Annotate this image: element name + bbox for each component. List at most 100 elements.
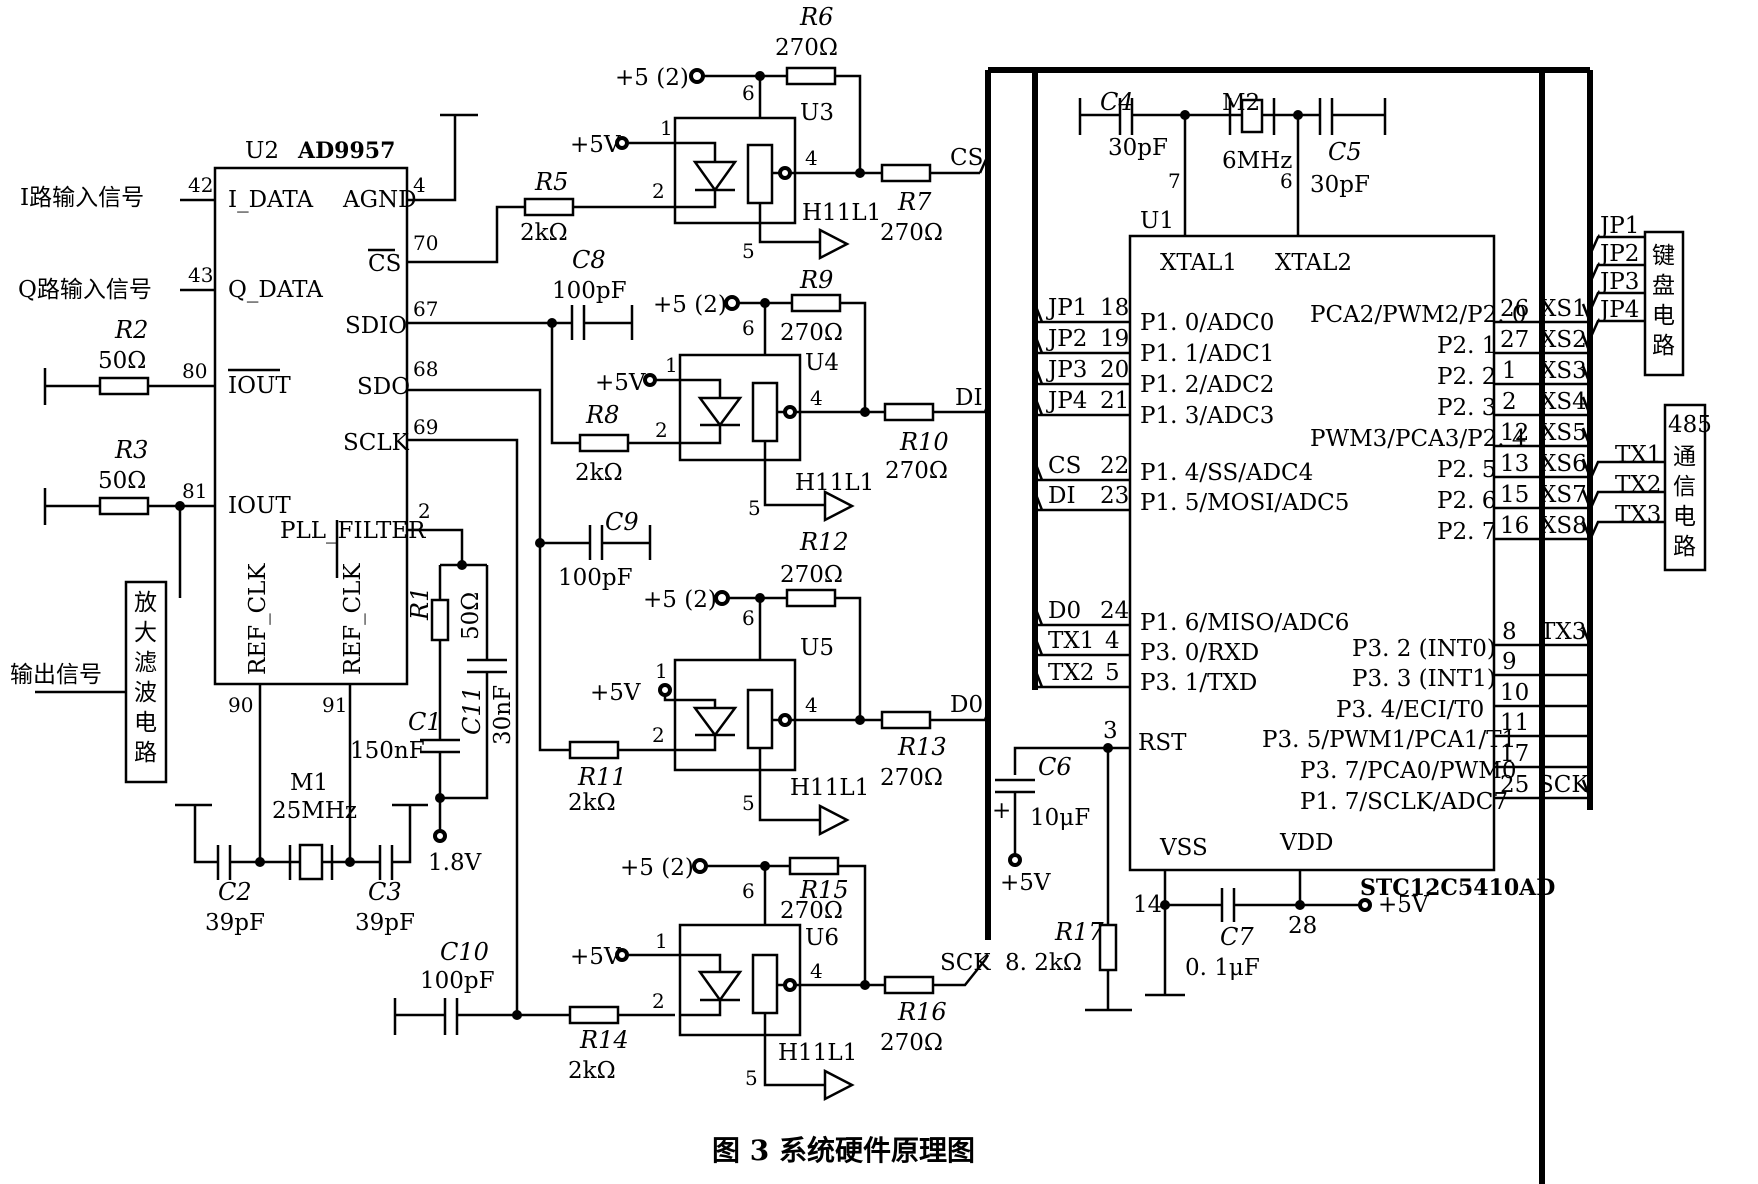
pin-p3-0: P3. 0/RXD — [1140, 640, 1259, 666]
r6-value: 270Ω — [775, 35, 838, 61]
net-xs7: XS7 — [1540, 482, 1587, 508]
rst-label: RST — [1138, 730, 1187, 756]
u3-pin5: 5 — [742, 239, 755, 263]
r12-value: 270Ω — [780, 562, 843, 588]
keyboard-jp4: JP4 — [1598, 297, 1639, 323]
pin-num-13: 13 — [1500, 451, 1529, 477]
pin-num-42: 42 — [188, 173, 213, 197]
net-tx1-left: TX1 — [1048, 628, 1094, 654]
c5-ref: C5 — [1328, 138, 1362, 166]
r2-value: 50Ω — [98, 348, 146, 374]
u5-pin6: 6 — [742, 606, 755, 630]
u1-part: STC12C5410AD — [1360, 875, 1555, 901]
r12-ref: R12 — [799, 528, 849, 556]
filter-block: 放大滤波电路 输出信号 — [10, 580, 168, 784]
pin-num-2: 2 — [418, 499, 431, 523]
u3-part: H11L1 — [802, 200, 881, 226]
net-xs8: XS8 — [1540, 513, 1587, 539]
figure-caption: 图 3 系统硬件原理图 — [712, 1134, 975, 1167]
ad9957-chip: U2 AD9957 I_DATA 42 Q_DATA 43 I路输入信号 Q路输… — [18, 113, 478, 717]
m2-value: 6MHz — [1222, 148, 1292, 174]
r2-ref: R2 — [114, 316, 148, 344]
pin-num-70: 70 — [413, 231, 438, 255]
u6-pin4: 4 — [810, 959, 823, 983]
rst-pin: 3 — [1103, 718, 1118, 744]
u6-5v: +5V — [570, 944, 621, 970]
spi-wiring: R5 2kΩ C8 100pF R8 2kΩ C9 100pF R11 2kΩ … — [393, 168, 680, 1084]
u4-part: H11L1 — [795, 470, 874, 496]
pin-p1-2: P1. 2/ADC2 — [1140, 372, 1274, 398]
pll-filter-network: R1 50Ω C1 150nF C11 30nF 1.8V — [350, 528, 516, 876]
r16-value: 270Ω — [880, 1030, 943, 1056]
keyboard-block: JP1 JP2 JP3 JP4 键盘电路 — [1588, 213, 1685, 377]
m1-ref: M1 — [290, 770, 328, 796]
pin-num-5-mcu: 5 — [1105, 660, 1120, 686]
optocoupler-u5: +5 (2) R12 270Ω 6 U5 +5V 1 2 4 5 H11L1 R… — [590, 528, 985, 837]
u3-ref: U3 — [800, 100, 834, 126]
comm-tx1: TX1 — [1615, 442, 1661, 468]
r6-ref: R6 — [799, 3, 833, 31]
r15-ref: R15 — [799, 876, 849, 904]
u1-ref: U1 — [1140, 208, 1174, 234]
u4-pin1: 1 — [665, 353, 678, 377]
r14-value: 2kΩ — [568, 1058, 616, 1084]
vdd-label: VDD — [1279, 830, 1334, 856]
c9-value: 100pF — [558, 565, 633, 591]
net-xs1: XS1 — [1540, 296, 1587, 322]
r5-value: 2kΩ — [520, 220, 568, 246]
pin-num-26: 26 — [1500, 296, 1529, 322]
r8-ref: R8 — [585, 401, 619, 429]
u5-ref: U5 — [800, 635, 834, 661]
c11-value: 30nF — [490, 685, 516, 745]
pin-num-4-mcu: 4 — [1105, 628, 1120, 654]
pin-num-91: 91 — [322, 693, 347, 717]
u5-5v: +5V — [590, 680, 641, 706]
pin-p1-3: P1. 3/ADC3 — [1140, 403, 1274, 429]
pin-p2-6: P2. 6 — [1437, 488, 1496, 514]
vdd-pin: 28 — [1288, 913, 1317, 939]
u4-supply: +5 (2) — [653, 292, 727, 318]
net-tx2-left: TX2 — [1048, 660, 1094, 686]
net-jp1-left: JP1 — [1046, 295, 1087, 321]
u3-pin6: 6 — [742, 81, 755, 105]
pin-p2-0: PCA2/PWM2/P2. 0 — [1310, 302, 1526, 328]
pin-name-agnd: AGND — [342, 187, 417, 213]
c8-ref: C8 — [572, 246, 606, 274]
pin-p2-5: P2. 5 — [1437, 457, 1496, 483]
net-tx3-right: TX3 — [1540, 619, 1586, 645]
u4-ref: U4 — [805, 350, 839, 376]
r3-ref: R3 — [114, 436, 148, 464]
u2-ref: U2 — [245, 138, 279, 164]
u6-pin6: 6 — [742, 879, 755, 903]
pin-name-ref-clk: REF_CLK — [245, 563, 271, 675]
u3-5v: +5V — [570, 132, 621, 158]
net-xs5: XS5 — [1540, 420, 1587, 446]
c4-ref: C4 — [1100, 88, 1134, 116]
u6-pin2: 2 — [652, 989, 665, 1013]
r10-value: 270Ω — [885, 458, 948, 484]
u4-pin2: 2 — [655, 418, 668, 442]
pin-num-1-mcu: 1 — [1502, 358, 1517, 384]
pin-num-23: 23 — [1100, 483, 1129, 509]
c2-ref: C2 — [218, 878, 252, 906]
c6-value: 10μF — [1030, 805, 1090, 831]
u4-pin5: 5 — [748, 496, 761, 520]
r1-ref: R1 — [406, 587, 434, 621]
pin-name-pll-filter: PLL_FILTER — [280, 518, 426, 544]
pin-num-81: 81 — [182, 479, 207, 503]
pin-p3-4: P3. 4/ECI/T0 — [1336, 697, 1484, 723]
keyboard-jp1: JP1 — [1598, 213, 1639, 239]
filter-block-label: 放大滤波电路 — [134, 590, 157, 766]
net-cs-left: CS — [1048, 453, 1081, 479]
u3-pin2: 2 — [652, 179, 665, 203]
power-network: VSS VDD +5V 14 28 C7 0. 1μF — [1133, 830, 1429, 997]
pin-num-67: 67 — [413, 297, 438, 321]
m2-ref: M2 — [1222, 90, 1260, 116]
pin-p1-0: P1. 0/ADC0 — [1140, 310, 1274, 336]
pin-num-43: 43 — [188, 263, 213, 287]
pin-num-90: 90 — [228, 693, 253, 717]
u4-5v: +5V — [595, 370, 646, 396]
pin-num-24: 24 — [1100, 598, 1129, 624]
optocoupler-u6: +5 (2) R15 270Ω 6 U6 +5V 1 2 4 5 H11L1 R… — [570, 855, 991, 1102]
